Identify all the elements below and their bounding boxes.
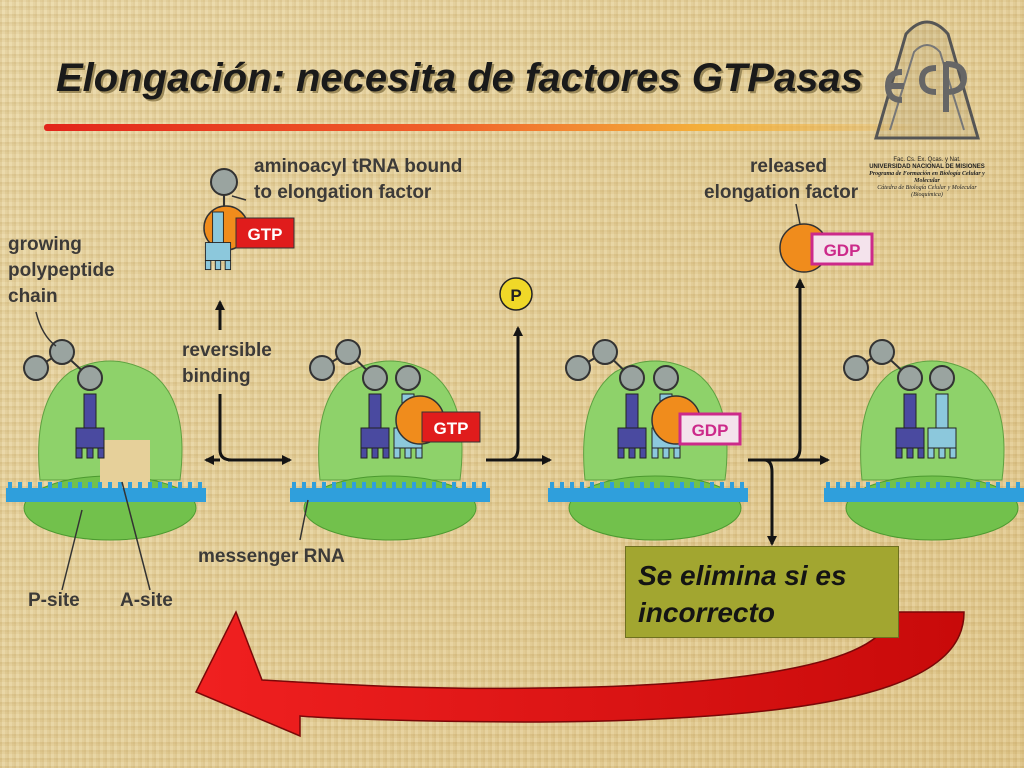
peptide-chain-2 <box>309 339 421 391</box>
gtp-badge-incoming <box>235 217 295 249</box>
logo-line-faculty: Fac. Cs. Ex. Qcas. y Nat. <box>893 157 961 163</box>
peptide-chain-3 <box>565 339 679 391</box>
peptide-chain-1 <box>23 339 103 391</box>
label-p-site: P-site <box>28 590 80 611</box>
label-growing-1: growing <box>8 234 82 255</box>
gtp-label-bound: GTP <box>434 419 469 438</box>
phosphate-release-arrow <box>486 326 552 465</box>
gdp-badge-released <box>810 232 874 266</box>
label-released-2: elongation factor <box>704 182 859 203</box>
label-a-site: A-site <box>120 590 173 611</box>
label-reversible-1: reversible <box>182 340 272 361</box>
a-site-empty <box>100 440 150 490</box>
title-underline <box>44 124 924 131</box>
logo-line-catedra: Cátedra de Biología Celular y Molecular <box>877 185 977 191</box>
university-logo: Fac. Cs. Ex. Qcas. y Nat. UNIVERSIDAD NA… <box>862 12 992 198</box>
slide-title: Elongación: necesita de factores GTPasas <box>56 56 863 100</box>
gdp-label-bound: GDP <box>692 421 729 440</box>
note-line-1: Se elimina si es <box>638 560 847 591</box>
reversible-binding-arrows <box>204 300 292 465</box>
label-released-1: released <box>750 156 827 177</box>
gtp-badge-bound <box>421 411 481 443</box>
factor-release-arrow <box>748 278 830 546</box>
label-reversible-2: binding <box>182 366 251 387</box>
logo-line-program: Programa de Formación en Biología Celula… <box>869 171 985 184</box>
gdp-label-released: GDP <box>824 241 861 260</box>
ribosome-2 <box>303 360 477 541</box>
ribosome-1 <box>23 360 197 541</box>
peptide-chain-4 <box>843 339 955 391</box>
label-growing-3: chain <box>8 286 58 307</box>
phosphate-circle <box>499 277 533 311</box>
gdp-badge-bound <box>678 412 742 446</box>
return-arrow <box>194 610 965 738</box>
label-growing-2: polypeptide <box>8 260 115 281</box>
label-aminoacyl-2: to elongation factor <box>254 182 432 203</box>
phosphate-label: P <box>510 286 521 305</box>
logo-emblem <box>874 20 980 140</box>
label-messenger-rna: messenger RNA <box>198 546 345 567</box>
gtp-label-incoming: GTP <box>248 225 283 244</box>
leader-lines <box>35 195 801 591</box>
incorrect-removal-note: Se elimina si es incorrecto <box>625 546 899 638</box>
note-line-2: incorrecto <box>638 597 775 628</box>
label-aminoacyl-1: aminoacyl tRNA bound <box>254 156 462 177</box>
logo-line-bioquimica: (Bioquímica) <box>911 192 943 198</box>
logo-line-university: UNIVERSIDAD NACIONAL DE MISIONES <box>869 164 985 170</box>
